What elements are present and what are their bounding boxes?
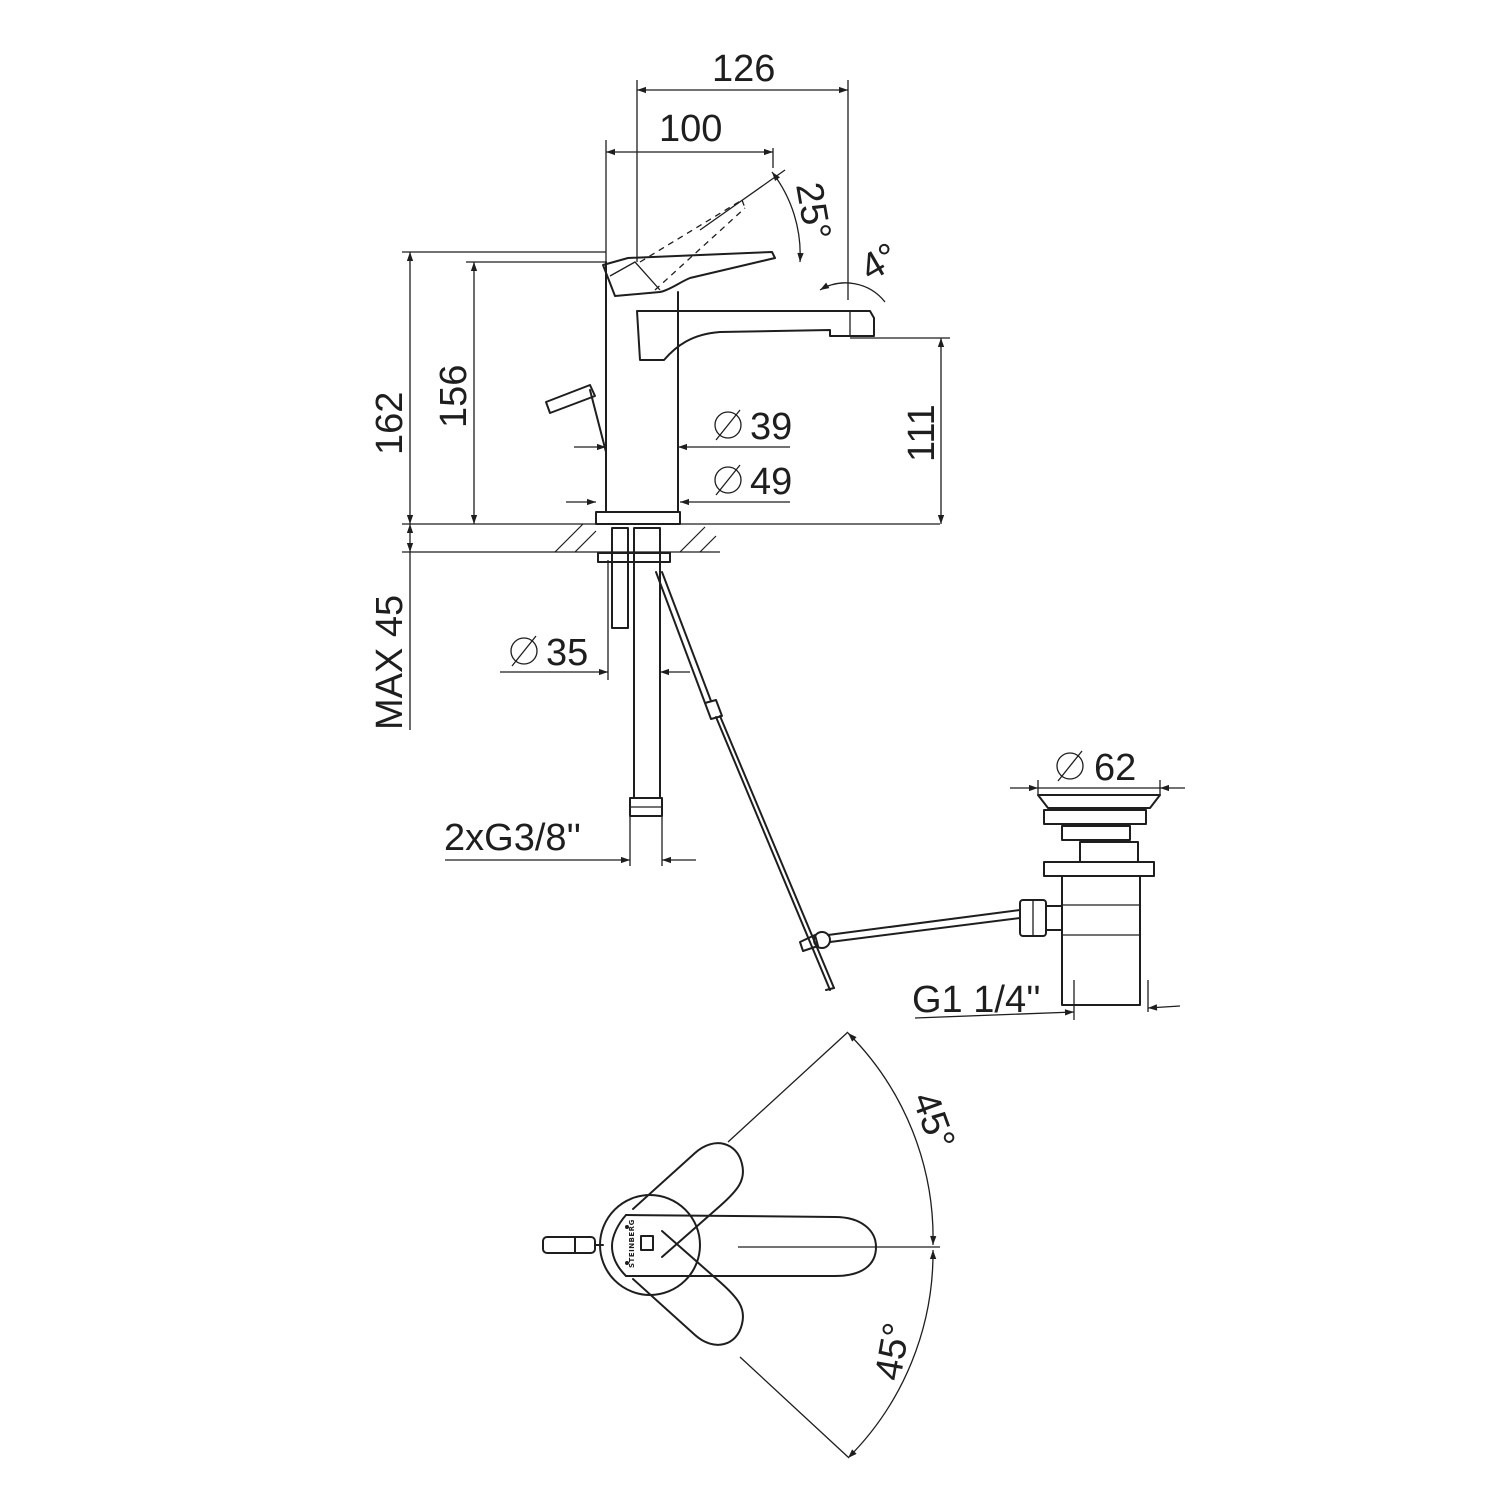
faucet-side-view	[545, 199, 875, 525]
faucet-body	[605, 261, 679, 513]
label-diameter-35: 35	[546, 632, 588, 674]
label-angle-bottom-45: 45°	[868, 1320, 919, 1384]
label-4-degree: 4°	[854, 235, 906, 290]
popup-rod	[655, 571, 712, 704]
diameter-symbol-icon	[714, 409, 742, 441]
linkage-pivot	[813, 931, 831, 949]
label-156: 156	[433, 365, 475, 428]
label-25-degree: 25°	[787, 179, 838, 243]
diameter-39: 39	[714, 406, 792, 448]
label-diameter-49: 49	[750, 461, 792, 503]
base-circle	[599, 1194, 701, 1296]
flexible-hose	[633, 527, 661, 799]
faucet-spout	[636, 310, 875, 361]
waste-body	[1043, 861, 1155, 877]
angle-arc-up	[847, 1032, 937, 1246]
faucet-base-ring	[595, 511, 681, 525]
diameter-symbol-icon	[510, 635, 538, 667]
diameter-62: 62	[1056, 747, 1136, 789]
dimension-lines	[402, 80, 1185, 1020]
diameter-49: 49	[714, 461, 792, 503]
countertop	[402, 523, 940, 553]
label-max-45: MAX 45	[369, 595, 411, 730]
label-126: 126	[712, 48, 775, 90]
lever-tilt-outline	[639, 199, 746, 291]
diameter-symbol-icon	[1056, 750, 1084, 782]
faucet-top-view: STEINBERG	[542, 1031, 940, 1459]
label-162: 162	[369, 392, 411, 455]
label-100: 100	[659, 108, 722, 150]
under-counter-assembly	[597, 527, 1021, 991]
lever-top	[625, 1214, 877, 1277]
popup-waste	[1019, 794, 1161, 1006]
label-111: 111	[901, 404, 943, 462]
brand-name: STEINBERG	[628, 1219, 636, 1268]
label-waste-thread: G1 1/4''	[912, 979, 1041, 1021]
brand-logo-icon	[640, 1235, 654, 1251]
label-angle-top-45: 45°	[904, 1087, 963, 1155]
label-hose-thread: 2xG3/8''	[444, 817, 581, 859]
linkage-rod	[827, 909, 1021, 943]
angle-arc-down	[847, 1249, 937, 1459]
diameter-symbol-icon	[714, 464, 742, 496]
dimension-labels: 126 100 25° 4° 162 156 111 39 49	[369, 48, 1136, 1384]
label-diameter-39: 39	[750, 406, 792, 448]
popup-knob-top	[542, 1236, 596, 1254]
diameter-35: 35	[510, 632, 588, 674]
fixing-rod	[611, 527, 629, 629]
label-diameter-62: 62	[1094, 747, 1136, 789]
popup-knob	[545, 384, 596, 414]
lever-rotated-down	[632, 1230, 744, 1346]
lever-rotated-up	[632, 1142, 744, 1258]
